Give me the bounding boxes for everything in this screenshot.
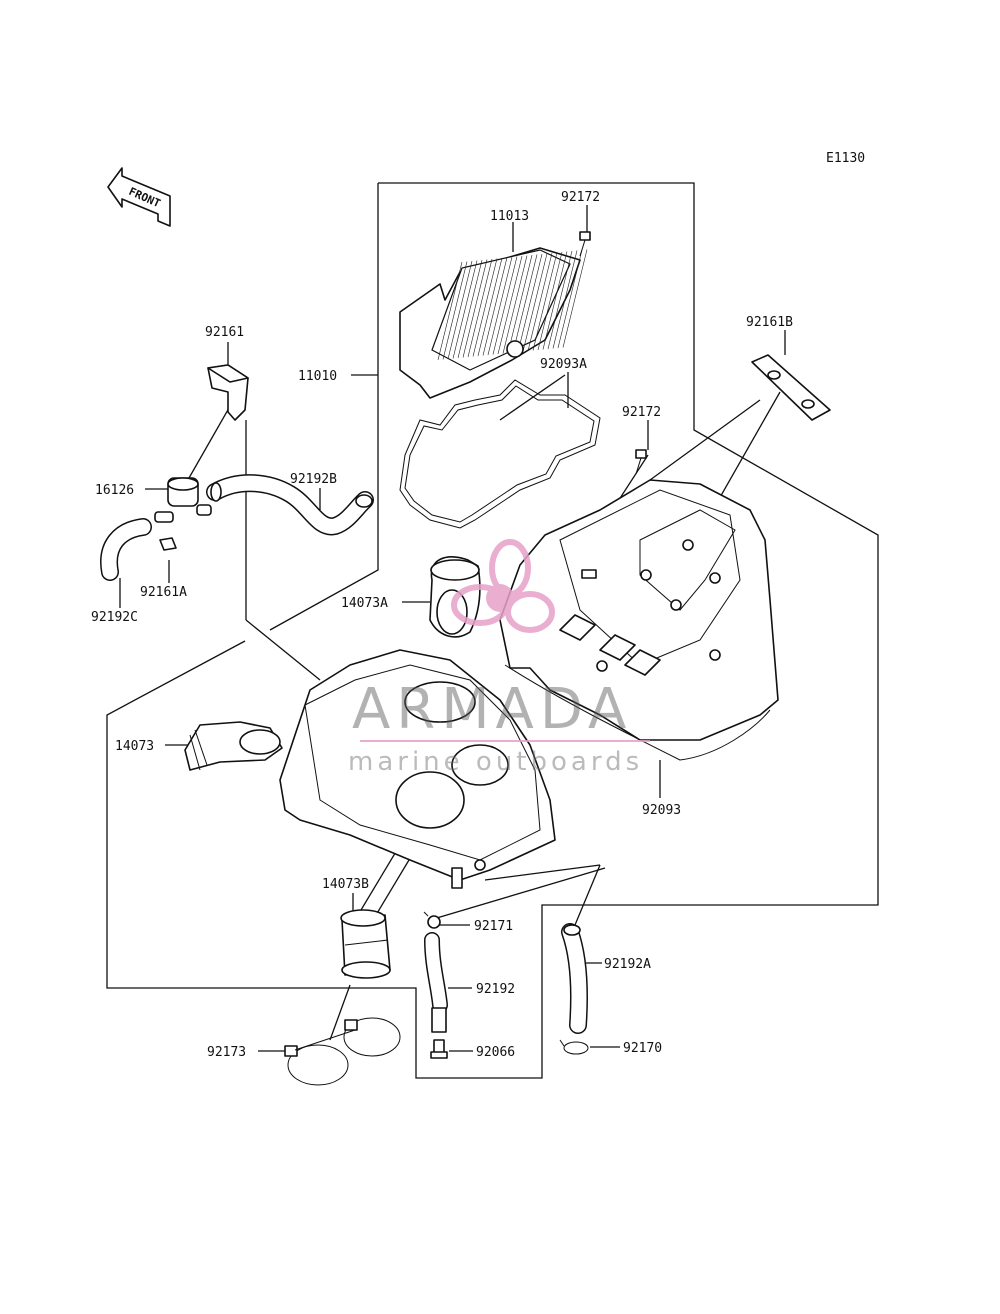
filter-mesh-line bbox=[527, 252, 553, 352]
label-92192b: 92192B bbox=[290, 472, 337, 487]
hose-92192b bbox=[206, 474, 374, 536]
label-92170: 92170 bbox=[623, 1041, 662, 1056]
label-14073b: 14073B bbox=[322, 877, 369, 892]
filter-mesh-line bbox=[522, 253, 548, 352]
hose-92192a bbox=[561, 923, 589, 1034]
label-92173: 92173 bbox=[207, 1045, 246, 1060]
label-92192c: 92192C bbox=[91, 610, 138, 625]
filter-mesh-line bbox=[552, 250, 578, 349]
filter-mesh-line bbox=[472, 258, 498, 357]
hose-92192c bbox=[100, 518, 152, 581]
valve-16126 bbox=[154, 477, 212, 551]
filter-mesh-line bbox=[477, 257, 503, 357]
clip-92171 bbox=[423, 911, 441, 929]
clip-92170 bbox=[559, 1039, 589, 1055]
group-outline-upper bbox=[106, 182, 879, 1079]
label-92161b: 92161B bbox=[746, 315, 793, 330]
label-11013: 11013 bbox=[490, 209, 529, 224]
label-92066: 92066 bbox=[476, 1045, 515, 1060]
screw-top-icon bbox=[579, 231, 591, 257]
label-11010: 11010 bbox=[298, 369, 337, 384]
label-16126: 16126 bbox=[95, 483, 134, 498]
filter-mesh-line bbox=[467, 258, 493, 358]
filter-mesh-line bbox=[562, 249, 588, 348]
clamp-92173 bbox=[284, 1017, 401, 1086]
gasket-92093a bbox=[399, 379, 601, 529]
label-92192a: 92192A bbox=[604, 957, 651, 972]
label-92171: 92171 bbox=[474, 919, 513, 934]
label-92093: 92093 bbox=[642, 803, 681, 818]
label-92161a: 92161A bbox=[140, 585, 187, 600]
label-92161: 92161 bbox=[205, 325, 244, 340]
filter-mesh-line bbox=[452, 260, 478, 359]
filter-mesh-line bbox=[542, 251, 568, 350]
front-arrow-icon: FRONT bbox=[107, 167, 171, 227]
hose-92192 bbox=[424, 932, 448, 1033]
plate-92161b bbox=[751, 354, 831, 421]
watermark: ARMADA marine outboards bbox=[348, 539, 650, 777]
propeller-logo-icon bbox=[451, 539, 555, 633]
filter-mesh-line bbox=[487, 256, 513, 356]
label-92172-top: 92172 bbox=[561, 190, 600, 205]
lower-airbox-housing bbox=[279, 649, 556, 889]
filter-mesh-line bbox=[462, 259, 488, 358]
label-92192: 92192 bbox=[476, 982, 515, 997]
screw-mid-icon bbox=[635, 449, 647, 475]
diagram-code: E1130 bbox=[826, 151, 865, 166]
filter-mesh-line bbox=[547, 250, 573, 350]
filter-mesh-line bbox=[457, 259, 483, 359]
watermark-tagline: marine outboards bbox=[348, 747, 643, 777]
filter-mesh-line bbox=[502, 255, 528, 354]
filter-mesh-line bbox=[492, 256, 518, 355]
filter-mesh-line bbox=[447, 260, 473, 360]
label-92093a: 92093A bbox=[540, 357, 587, 372]
filter-mesh-line bbox=[497, 255, 523, 355]
label-92172-mid: 92172 bbox=[622, 405, 661, 420]
plug-92066 bbox=[430, 1039, 448, 1059]
filter-mesh-line bbox=[507, 254, 533, 354]
funnel-14073b bbox=[340, 909, 391, 979]
label-14073a: 14073A bbox=[341, 596, 388, 611]
watermark-brand: ARMADA bbox=[352, 677, 632, 742]
filter-mesh-line bbox=[512, 254, 538, 353]
air-filter-element bbox=[399, 247, 588, 399]
label-14073: 14073 bbox=[115, 739, 154, 754]
duct-14073 bbox=[184, 721, 283, 771]
filter-mesh-line bbox=[532, 252, 558, 351]
part-labels: 11013 92172 92161 11010 92093A 92161B 92… bbox=[91, 190, 793, 1060]
upper-airbox-housing bbox=[499, 479, 779, 741]
bracket-92161 bbox=[207, 364, 249, 421]
filter-mesh-line bbox=[517, 253, 543, 353]
filter-mesh-line bbox=[442, 261, 468, 360]
filter-mesh-line bbox=[537, 251, 563, 351]
filter-mesh-line bbox=[557, 249, 583, 349]
filter-mesh-line bbox=[437, 261, 463, 361]
filter-mesh-line bbox=[482, 257, 508, 356]
gasket-92093 bbox=[504, 664, 771, 761]
